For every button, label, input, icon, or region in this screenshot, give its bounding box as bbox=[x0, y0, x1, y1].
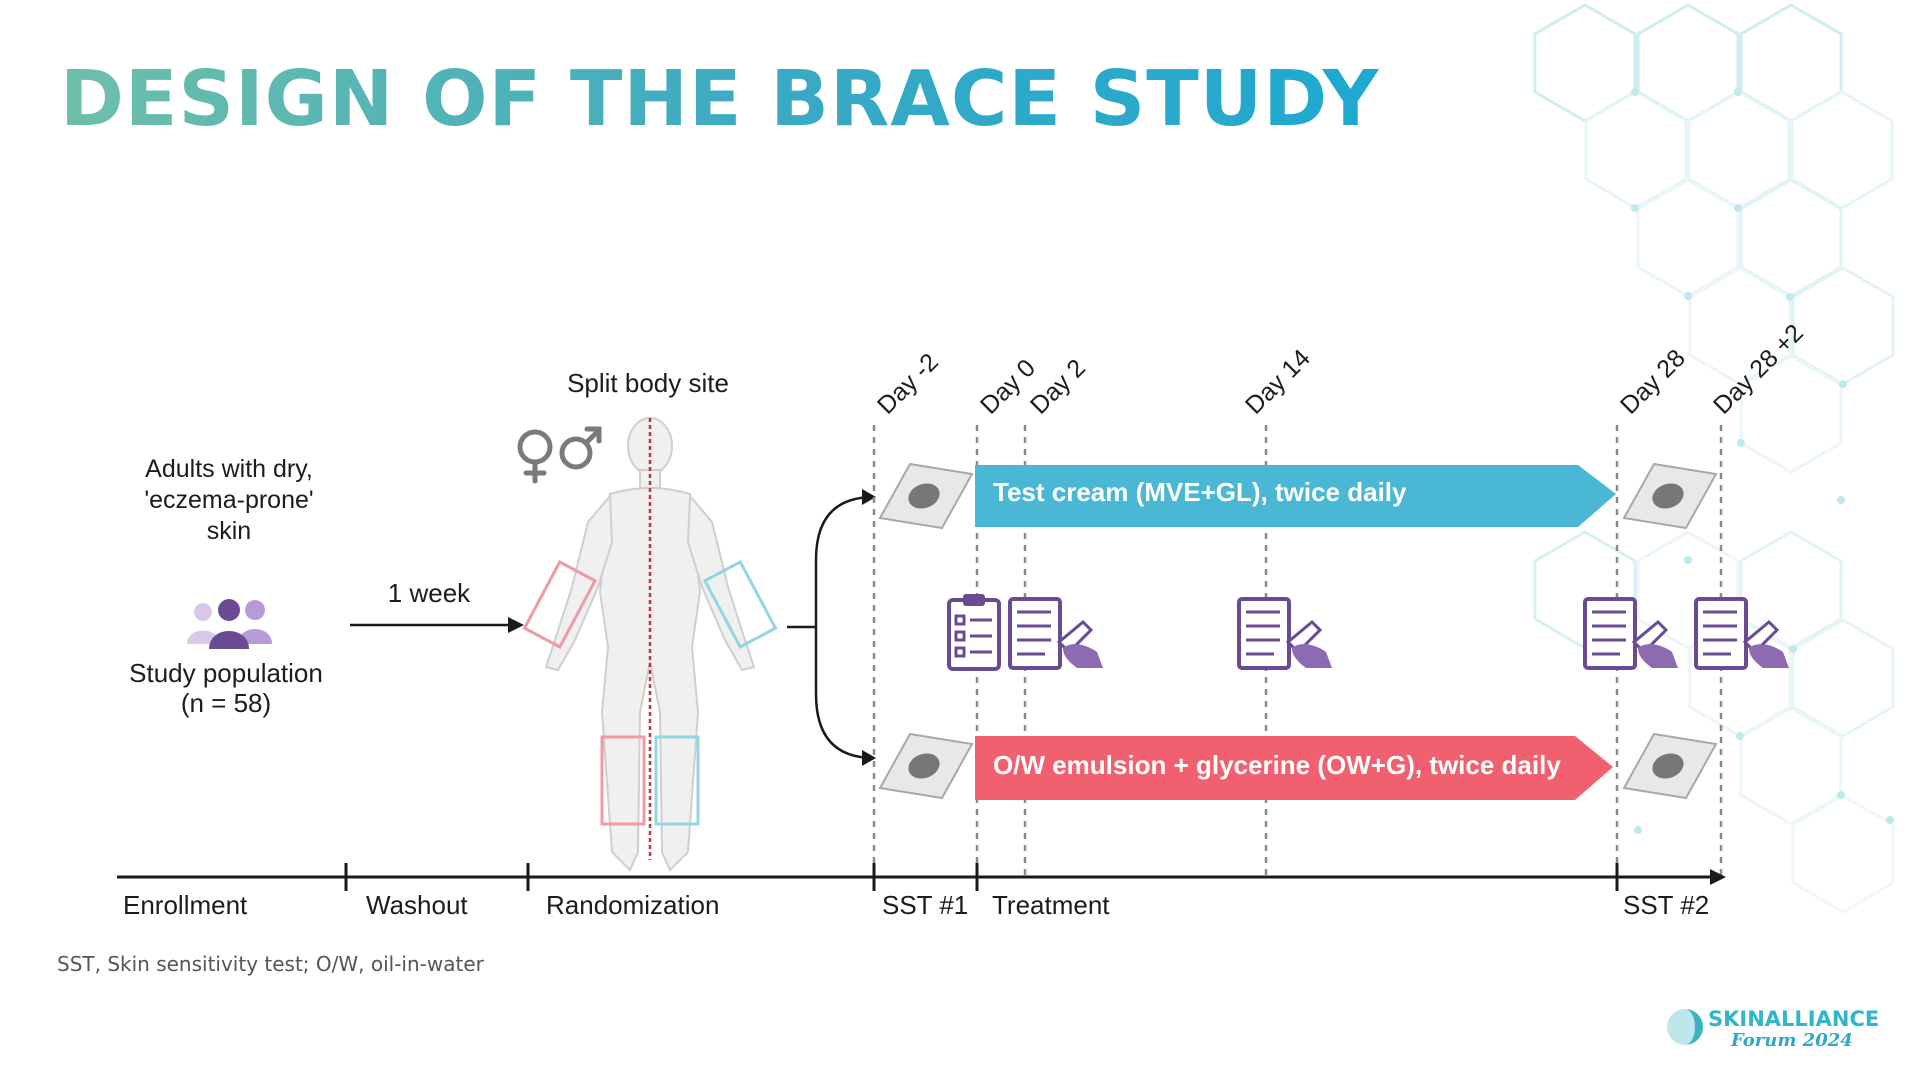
test-cream-label: Test cream (MVE+GL), twice daily bbox=[993, 477, 1407, 507]
control-emulsion-bar bbox=[975, 736, 1613, 800]
study-population-label: Study population (n = 58) bbox=[129, 658, 323, 718]
washout-duration-label: 1 week bbox=[387, 578, 471, 608]
washout-arrow bbox=[350, 617, 524, 633]
stage-washout: Washout bbox=[366, 890, 468, 920]
checklist-pen-icon bbox=[1583, 597, 1678, 670]
logo-mark-icon bbox=[1667, 1009, 1703, 1045]
skinalliance-logo: SKINALLIANCE Forum 2024 bbox=[1665, 1003, 1880, 1053]
logo-subtitle: Forum 2024 bbox=[1731, 1030, 1853, 1051]
stage-randomization: Randomization bbox=[546, 890, 720, 920]
control-emulsion-label: O/W emulsion + glycerine (OW+G), twice d… bbox=[993, 750, 1561, 780]
skin-patch-icon bbox=[1622, 462, 1718, 530]
checklist-pen-icon bbox=[1237, 597, 1332, 670]
population-description: Adults with dry, 'eczema-prone' skin bbox=[144, 455, 314, 545]
timeline-axis bbox=[117, 863, 1726, 891]
skin-patch-icon bbox=[878, 462, 974, 530]
randomization-branch-arrow bbox=[787, 489, 876, 766]
human-body-figure bbox=[522, 417, 778, 872]
clipboard-checklist-icon bbox=[947, 594, 1001, 671]
stage-treatment: Treatment bbox=[992, 890, 1110, 920]
split-body-site-label: Split body site bbox=[567, 368, 729, 398]
female-male-symbol-icon bbox=[517, 426, 602, 484]
checklist-pen-icon bbox=[1008, 597, 1103, 670]
slide-title: DESIGN OF THE BRACE STUDY bbox=[60, 55, 1380, 144]
stage-sst2: SST #2 bbox=[1623, 890, 1710, 920]
stage-enrollment: Enrollment bbox=[123, 890, 248, 920]
test-cream-bar bbox=[975, 465, 1616, 527]
stage-sst1: SST #1 bbox=[882, 890, 969, 920]
skin-patch-icon bbox=[1622, 732, 1718, 800]
footnote: SST, Skin sensitivity test; O/W, oil-in-… bbox=[57, 952, 484, 976]
checklist-pen-icon bbox=[1694, 597, 1789, 670]
logo-name: SKINALLIANCE bbox=[1708, 1007, 1880, 1031]
skin-patch-icon bbox=[878, 732, 974, 800]
people-group-icon bbox=[187, 599, 272, 649]
